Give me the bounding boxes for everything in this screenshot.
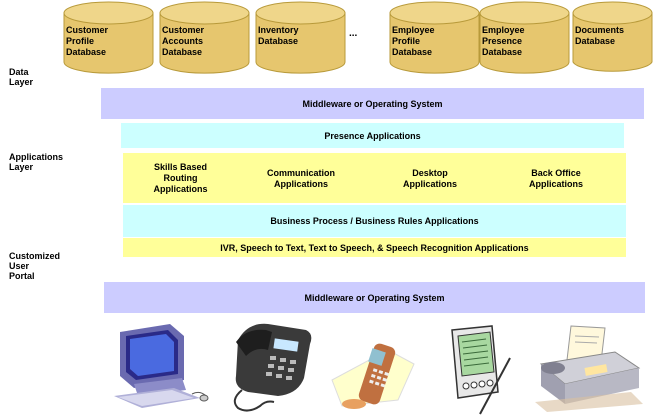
database-employee-profile: Employee Profile Database <box>388 0 481 75</box>
computer-icon <box>114 324 209 408</box>
ellipsis: ... <box>349 28 358 39</box>
database-label: Documents Database <box>575 25 625 46</box>
database-customer-accounts: Customer Accounts Database <box>158 0 251 75</box>
desk-phone-icon <box>233 323 312 412</box>
app-back-office: Back Office Applications <box>528 168 583 189</box>
middleware-label: Middleware or Operating System <box>304 292 445 303</box>
database-customer-profile: Customer Profile Database <box>62 0 155 75</box>
database-employee-presence: Employee Presence Database <box>478 0 571 75</box>
app-skills-routing: Skills Based Routing Applications <box>153 162 208 194</box>
middleware-bar-bottom: Middleware or Operating System <box>104 282 645 313</box>
fax-machine-icon <box>535 325 643 412</box>
database-cylinder-icon <box>479 1 570 74</box>
database-label: Inventory Database <box>258 25 299 46</box>
database-cylinder-icon <box>63 1 154 74</box>
ivr-label: IVR, Speech to Text, Text to Speech, & S… <box>220 242 529 253</box>
database-cylinder-icon <box>159 1 250 74</box>
database-inventory: Inventory Database <box>254 0 347 75</box>
portal-layer-label: Customized User Portal <box>9 251 61 281</box>
database-label: Employee Profile Database <box>392 25 435 57</box>
data-layer-label: Data Layer <box>9 67 34 87</box>
pda-icon <box>451 325 511 415</box>
database-label: Customer Accounts Database <box>162 25 205 57</box>
middleware-label: Middleware or Operating System <box>302 98 443 109</box>
database-cylinder-icon <box>389 1 480 74</box>
database-label: Employee Presence Database <box>482 25 525 57</box>
app-communication: Communication Applications <box>266 168 335 189</box>
database-label: Customer Profile Database <box>66 25 109 57</box>
database-documents: Documents Database <box>571 0 653 75</box>
presence-bar: Presence Applications <box>121 123 624 148</box>
database-cylinder-icon <box>572 1 653 72</box>
business-process-label: Business Process / Business Rules Applic… <box>270 216 479 226</box>
middleware-bar-top: Middleware or Operating System <box>101 88 644 119</box>
presence-label: Presence Applications <box>324 130 421 141</box>
applications-row: Skills Based Routing Applications Commun… <box>123 153 626 203</box>
mobile-phone-icon <box>331 343 415 409</box>
database-cylinder-icon <box>255 1 346 74</box>
applications-layer-label: Applications Layer <box>9 152 64 172</box>
app-desktop: Desktop Applications <box>402 168 457 189</box>
ivr-bar: IVR, Speech to Text, Text to Speech, & S… <box>123 238 626 257</box>
business-process-bar: Business Process / Business Rules Applic… <box>123 205 626 237</box>
